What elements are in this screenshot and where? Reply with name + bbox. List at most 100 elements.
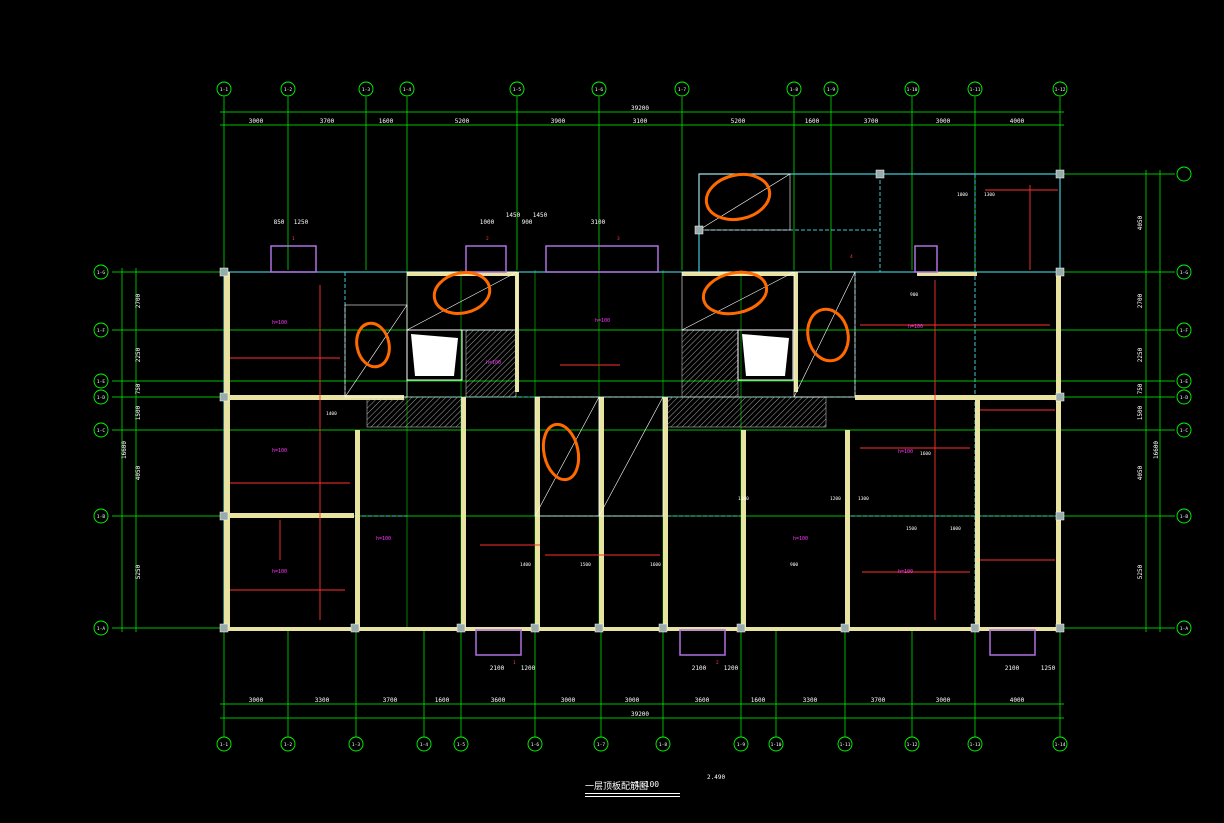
column [1055,511,1065,521]
axis-bubble [216,81,232,97]
balcony-dimension: 1250 [1041,665,1056,672]
rebar-label: 1400 [326,411,337,417]
balcony-dimension: 3100 [591,219,606,226]
opening-diagonal [681,271,795,331]
dimension-text: 3000 [936,697,951,704]
opening-mark: 3 [617,236,620,242]
dimension-text: 3000 [936,118,951,125]
column [694,225,704,235]
axis-label: 1-A [97,626,105,632]
rebar-label: 1400 [520,562,531,568]
axis-label: 1-6 [531,742,539,748]
axis-label: 1-10 [907,87,918,93]
slab-thickness-note: h=100 [908,324,923,330]
slab-thickness-note: h=100 [272,569,287,575]
overall-dimension-left: 16600 [121,441,128,459]
axis-bubble [509,81,525,97]
axis-label: 1-G [97,270,105,276]
axis-bubble [967,736,983,752]
axis-bubble [733,736,749,752]
axis-label: 1-5 [513,87,521,93]
rebar-label: 1300 [984,192,995,198]
axis-label: 1-13 [970,742,981,748]
dimension-text: 1600 [805,118,820,125]
axis-bubble [1176,620,1192,636]
opening-diagonal [406,271,518,331]
balcony-dimension: 900 [522,219,533,226]
axis-bubble [93,389,109,405]
axis-label: 1-12 [907,742,918,748]
axis-bubble [823,81,839,97]
axis-label: 1-D [1180,395,1188,401]
markup-circle [355,321,391,369]
column [1055,392,1065,402]
axis-label: 1-9 [737,742,745,748]
axis-bubble [967,81,983,97]
axis-label: 1-4 [420,742,428,748]
window-opening [475,629,522,656]
dimension-text: 5250 [1137,564,1144,579]
slab-thickness-note: h=100 [272,448,287,454]
dimension-text: 2700 [1137,293,1144,308]
hatched-area [366,396,463,428]
axis-bubble [93,422,109,438]
wall [741,430,746,628]
axis-label: 1-11 [840,742,851,748]
balcony-dimension: 2100 [1005,665,1020,672]
dimension-text: 4000 [1010,697,1025,704]
dimension-text: 4050 [1137,215,1144,230]
column [219,267,229,277]
axis-label: 1-3 [352,742,360,748]
wall [855,395,1060,400]
markup-circle [704,172,772,222]
column [530,623,540,633]
column [1055,623,1065,633]
markup-circles [355,172,850,482]
rebar-label: 1600 [650,562,661,568]
wall [461,397,466,628]
axis-bubble [348,736,364,752]
dimension-text: 5200 [731,118,746,125]
wall [535,397,540,628]
rebar-label: 1000 [957,192,968,198]
wall [515,272,519,392]
axis-label: 1-E [1180,379,1188,385]
rebar-label: 900 [910,292,918,298]
opening-mark: 2 [486,236,489,242]
title-underline [585,793,680,797]
axis-label: 1-5 [457,742,465,748]
axis-bubble [674,81,690,97]
markup-circle [432,271,492,315]
dimension-text: 4050 [135,465,142,480]
wall [224,513,354,518]
axis-bubble [1176,264,1192,280]
axis-label: 1-11 [970,87,981,93]
axis-bubble [655,736,671,752]
dimension-text: 2250 [135,347,142,362]
dimension-text: 3700 [320,118,335,125]
axis-bubble [1052,81,1068,97]
opening-mark: 2 [716,660,719,666]
column [219,392,229,402]
balcony-dimension: 1450 [506,212,521,219]
dimension-text: 2700 [135,293,142,308]
opening-mark: 4 [850,254,853,260]
axis-label: 1-8 [659,742,667,748]
rebar-label: 1500 [580,562,591,568]
elevation-label: 2.490 [707,774,726,781]
column [1055,169,1065,179]
dimension-text: 3700 [871,697,886,704]
axis-label: 1-12 [1055,87,1066,93]
slab-thickness-note: h=100 [272,320,287,326]
window-opening [545,245,659,273]
axis-bubble [768,736,784,752]
axis-bubble [1176,373,1192,389]
window-opening [465,245,507,273]
slab-thickness-note: h=100 [793,536,808,542]
dimension-text: 3900 [551,118,566,125]
dimension-text: 750 [135,383,142,394]
axis-bubble [416,736,432,752]
axis-label: 1-4 [403,87,411,93]
